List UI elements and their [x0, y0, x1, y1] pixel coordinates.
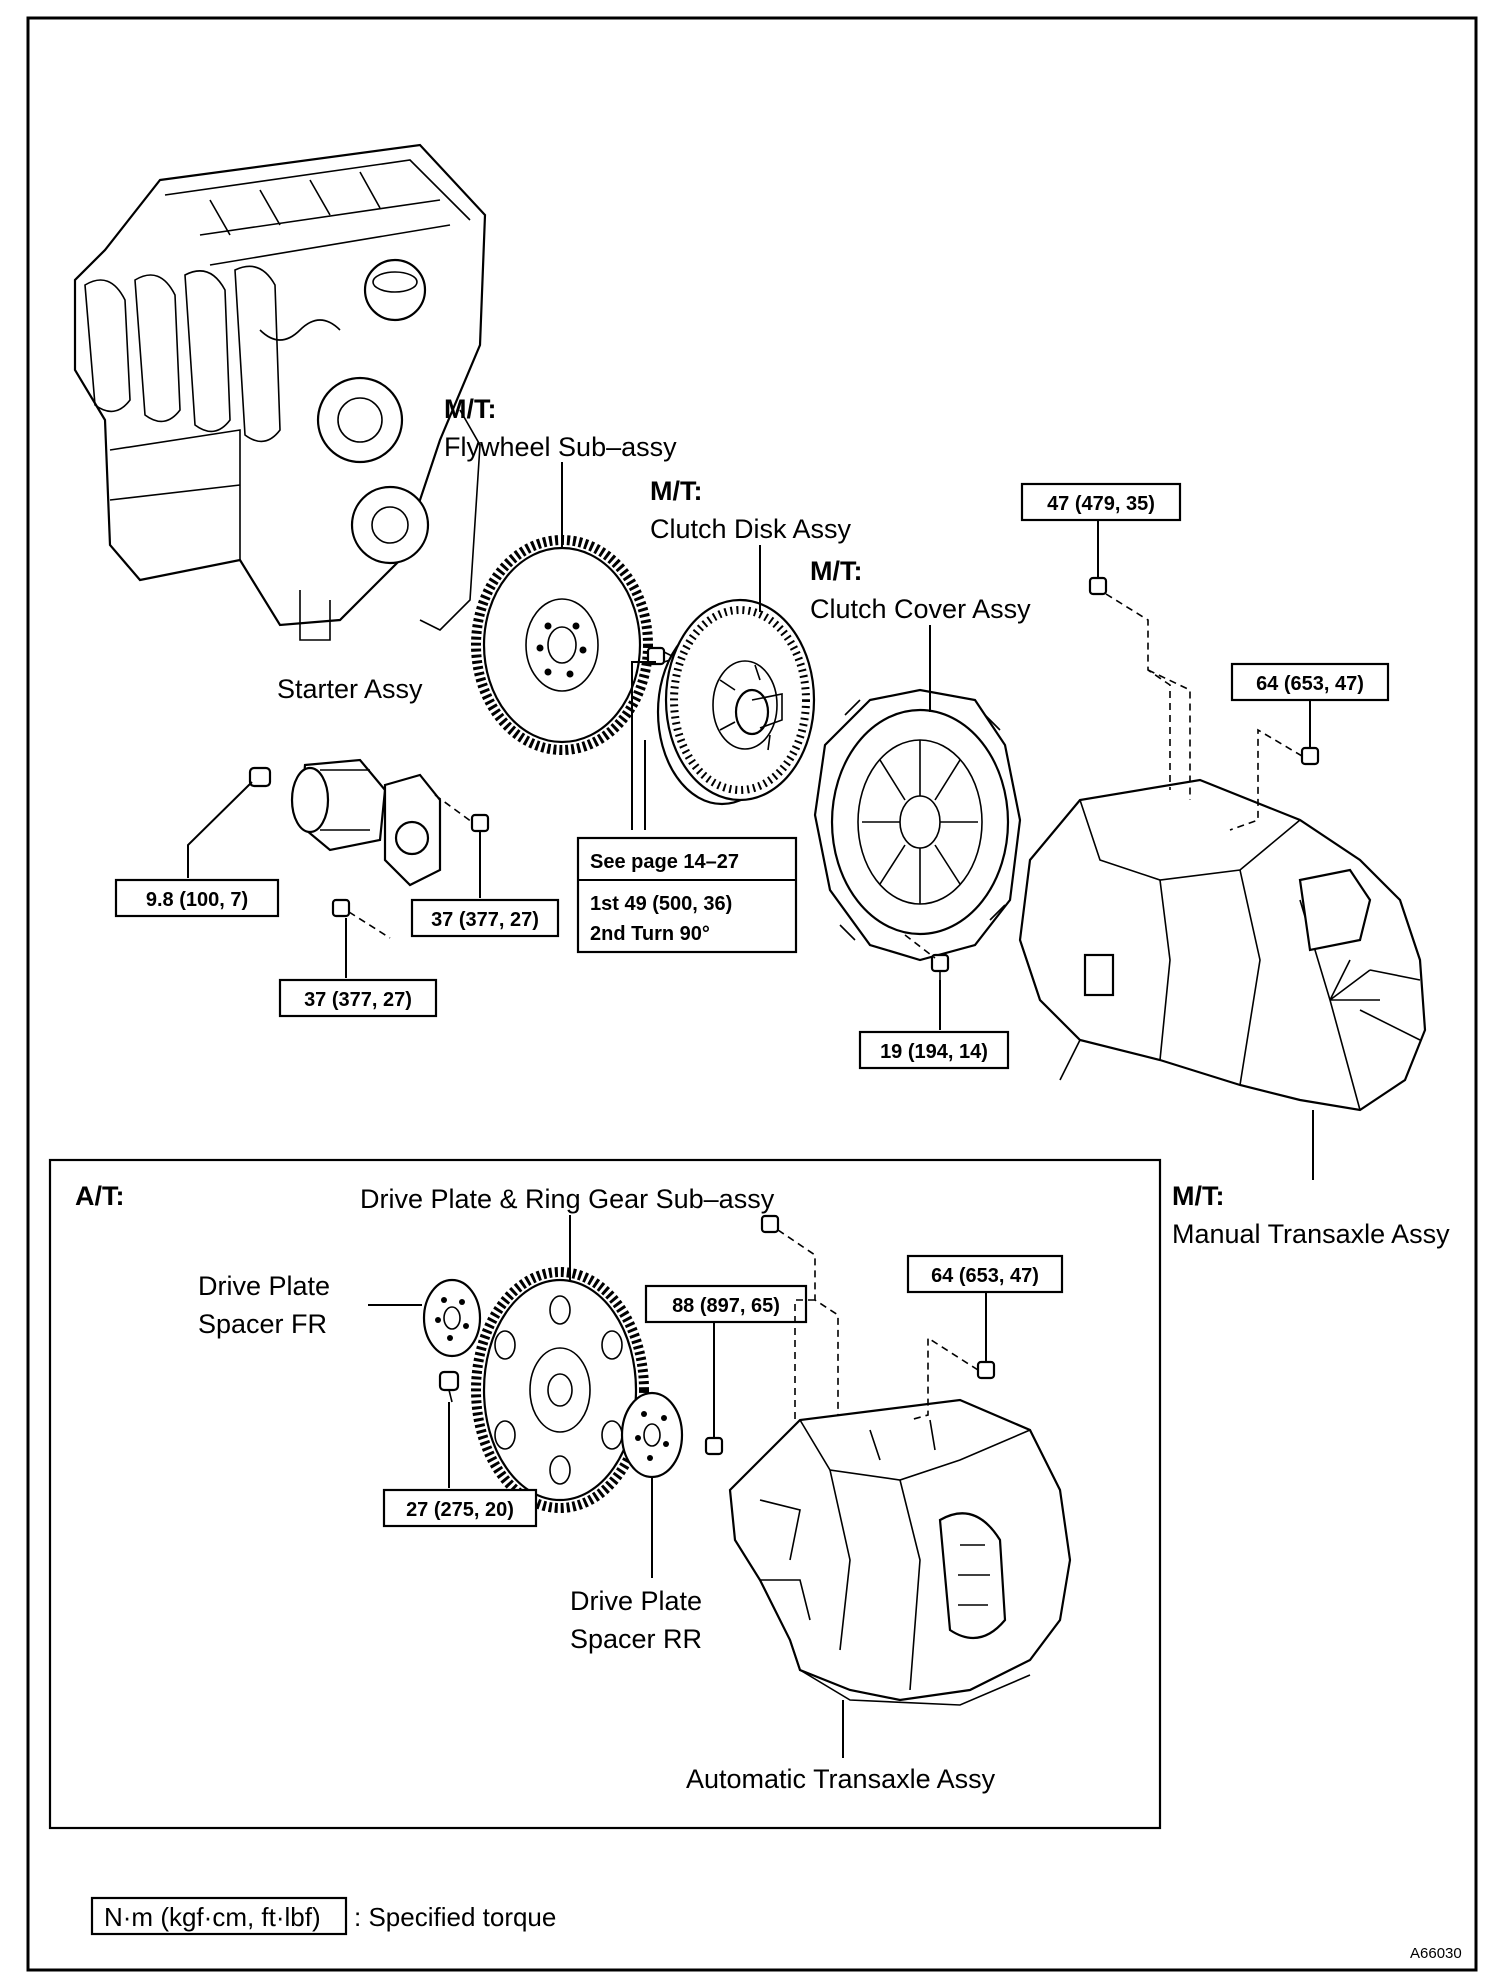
transaxle-bolt-icon — [976, 1360, 996, 1380]
starter-bolt-icon — [470, 813, 490, 833]
spacer-fr-label-1: Drive Plate — [198, 1271, 330, 1301]
flywheel-illustration — [471, 535, 653, 755]
transaxle-bolt-icon — [1088, 576, 1108, 596]
torque-box-starter-lower: 37 (377, 27) — [278, 978, 438, 1018]
clutch-cover-bolt-icon — [930, 953, 950, 980]
drive-plate-bolt-icon — [704, 1436, 724, 1456]
clutch-cover-label: Clutch Cover Assy — [810, 594, 1031, 624]
transaxle-bolt-icon — [1300, 746, 1320, 766]
legend-meaning: : Specified torque — [354, 1902, 556, 1932]
torque-starter-right: 37 (377, 27) — [431, 909, 539, 931]
spacer-rr-label-2: Spacer RR — [570, 1624, 702, 1654]
manual-transaxle-illustration — [1018, 778, 1427, 1112]
flywheel-bolt-icon — [646, 646, 679, 666]
clutch-cover-mt-prefix: M/T: — [810, 556, 862, 586]
torque-legend: N·m (kgf·cm, ft·lbf) : Specified torque — [90, 1896, 556, 1936]
drive-plate-ring-gear-label: Drive Plate & Ring Gear Sub–assy — [360, 1184, 775, 1214]
torque-mt-side: 64 (653, 47) — [1256, 673, 1364, 695]
manual-transaxle-mt-prefix: M/T: — [1172, 1181, 1224, 1211]
torque-box-mt-side: 64 (653, 47) — [1230, 662, 1390, 702]
starter-left-leader — [187, 781, 253, 878]
flywheel-torque-note: See page 14–27 1st 49 (500, 36) 2nd Turn… — [576, 836, 798, 954]
flywheel-mt-prefix: M/T: — [444, 394, 496, 424]
flywheel-note-ref: See page 14–27 — [590, 851, 739, 873]
clutch-cover-illustration — [813, 688, 1022, 962]
at-prefix: A/T: — [75, 1181, 125, 1211]
torque-drive-plate: 88 (897, 65) — [672, 1295, 780, 1317]
manual-transaxle-label: Manual Transaxle Assy — [1172, 1219, 1450, 1249]
starter-illustration — [290, 758, 442, 887]
page-frame — [26, 16, 1478, 1972]
clutch-disk-mt-prefix: M/T: — [650, 476, 702, 506]
torque-box-mt-top: 47 (479, 35) — [1020, 482, 1182, 522]
starter-bolt-icon — [248, 766, 272, 788]
starter-label: Starter Assy — [277, 674, 423, 704]
engine-illustration — [73, 143, 487, 641]
flywheel-note-step1: 1st 49 (500, 36) — [590, 893, 732, 915]
automatic-transaxle-illustration — [728, 1398, 1072, 1706]
torque-starter-lower: 37 (377, 27) — [304, 989, 412, 1011]
torque-box-flex: 27 (275, 20) — [382, 1488, 538, 1528]
starter-bolt-icon — [331, 898, 351, 918]
drive-plate-ring-gear-illustration — [471, 1267, 649, 1513]
flywheel-label: Flywheel Sub–assy — [444, 432, 677, 462]
torque-box-starter-left: 9.8 (100, 7) — [114, 878, 280, 918]
torque-mt-top: 47 (479, 35) — [1047, 493, 1155, 515]
spacer-rr-label-1: Drive Plate — [570, 1586, 702, 1616]
figure-code: A66030 — [1410, 1945, 1462, 1962]
at-section-frame — [48, 1158, 1162, 1830]
torque-clutch-cover: 19 (194, 14) — [880, 1041, 988, 1063]
torque-box-clutch-cover: 19 (194, 14) — [858, 1030, 1010, 1070]
automatic-transaxle-label: Automatic Transaxle Assy — [686, 1764, 996, 1794]
torque-box-drive-plate: 88 (897, 65) — [644, 1284, 808, 1324]
torque-box-at-side: 64 (653, 47) — [906, 1254, 1064, 1294]
torque-starter-left: 9.8 (100, 7) — [146, 889, 248, 911]
spacer-rr-illustration — [620, 1391, 684, 1479]
flex-bolt-icon — [438, 1370, 460, 1403]
transaxle-bolt-icon — [760, 1214, 780, 1234]
clutch-disk-label: Clutch Disk Assy — [650, 514, 852, 544]
flywheel-bolt-leader — [631, 661, 656, 830]
torque-at-side: 64 (653, 47) — [931, 1265, 1039, 1287]
torque-flex: 27 (275, 20) — [406, 1499, 514, 1521]
clutch-disk-illustration — [656, 598, 816, 806]
spacer-fr-label-2: Spacer FR — [198, 1309, 327, 1339]
legend-unit: N·m (kgf·cm, ft·lbf) — [104, 1902, 321, 1932]
flywheel-note-step2: 2nd Turn 90° — [590, 923, 710, 945]
torque-box-starter-right: 37 (377, 27) — [410, 898, 560, 938]
spacer-fr-illustration — [422, 1278, 482, 1358]
